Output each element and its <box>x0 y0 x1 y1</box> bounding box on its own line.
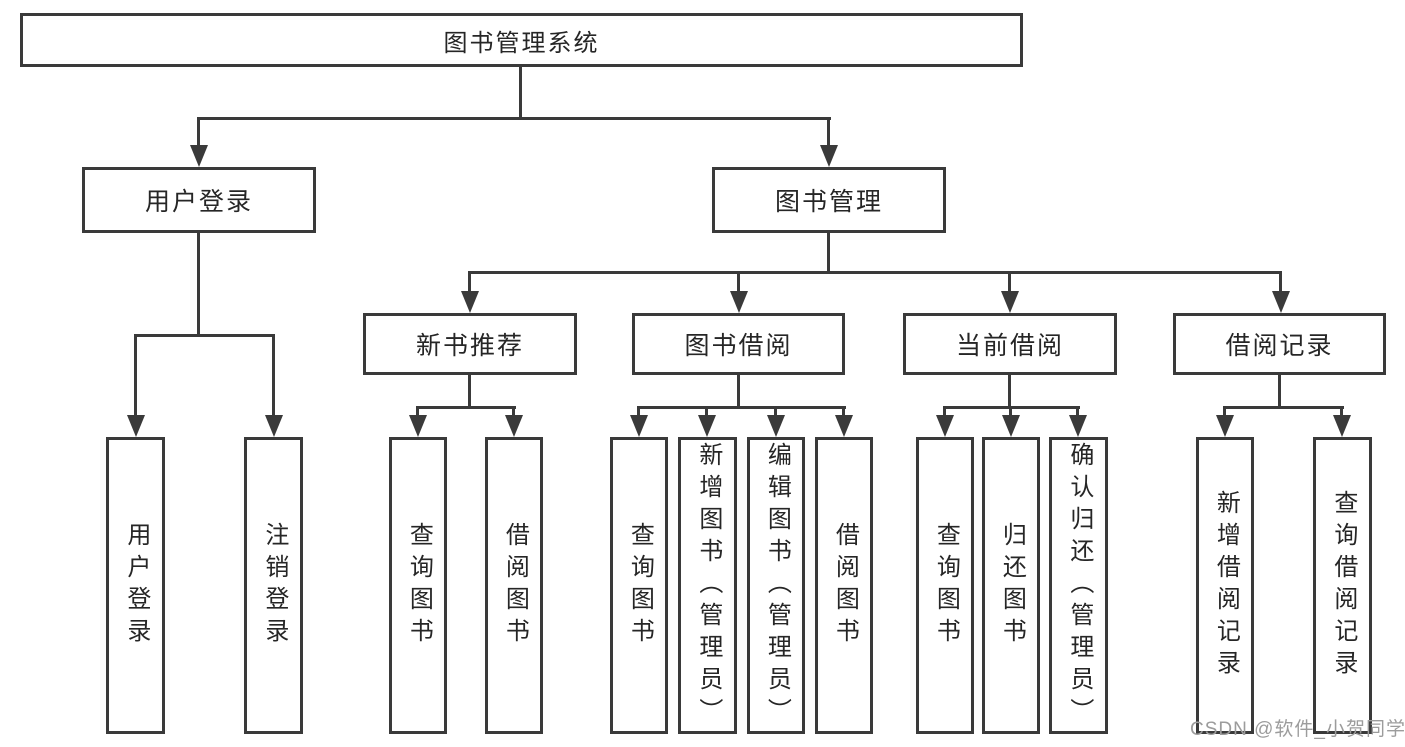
arrow-recommend-leaf-1 <box>409 406 427 437</box>
arrow-borrow-leaf-2 <box>698 406 716 437</box>
connector-user-login-stem <box>197 233 200 334</box>
arrow-to-leaf-logout <box>265 334 283 437</box>
node-current-borrow-label: 当前借阅 <box>955 332 1064 360</box>
arrow-current-leaf-3 <box>1069 406 1087 437</box>
leaf-user-login-label: 用户登录 <box>122 521 150 650</box>
connector-user-login-bar <box>134 334 275 337</box>
leaf-borrow-books: 借阅图书 <box>815 437 873 734</box>
arrow-current-leaf-2 <box>1002 406 1020 437</box>
node-book-management: 图书管理 <box>712 167 946 233</box>
leaf-return-books: 归还图书 <box>982 437 1040 734</box>
arrow-borrow-leaf-4 <box>835 406 853 437</box>
arrow-records-leaf-2 <box>1333 406 1351 437</box>
node-user-login: 用户登录 <box>82 167 316 233</box>
leaf-query-books-current-label: 查询图书 <box>932 521 960 650</box>
leaf-add-borrow-record-label: 新增借阅记录 <box>1212 489 1240 682</box>
arrow-to-user-login <box>190 117 208 167</box>
connector-current-stem <box>1008 375 1011 406</box>
leaf-add-books-admin-label: 新增图书（管理员） <box>694 441 722 730</box>
arrow-to-leaf-user-login <box>127 334 145 437</box>
leaf-borrow-books-recommend-label: 借阅图书 <box>501 521 529 650</box>
leaf-user-login: 用户登录 <box>106 437 165 734</box>
connector-borrow-stem <box>737 375 740 406</box>
node-new-book-recommend-label: 新书推荐 <box>415 332 524 360</box>
connector-recommend-stem <box>468 375 471 406</box>
leaf-query-books-recommend: 查询图书 <box>389 437 447 734</box>
node-borrow-records-label: 借阅记录 <box>1225 332 1334 360</box>
leaf-edit-books-admin: 编辑图书（管理员） <box>747 437 805 734</box>
node-book-borrow-label: 图书借阅 <box>684 332 793 360</box>
connector-recommend-bar <box>416 406 516 409</box>
leaf-add-books-admin: 新增图书（管理员） <box>678 437 737 734</box>
node-root: 图书管理系统 <box>20 13 1023 67</box>
leaf-add-borrow-record: 新增借阅记录 <box>1196 437 1254 734</box>
watermark: CSDN @软件_小贺同学 <box>1190 719 1405 740</box>
connector-records-stem <box>1278 375 1281 406</box>
leaf-query-borrow-record: 查询借阅记录 <box>1313 437 1372 734</box>
arrow-to-new-book-recommend <box>461 271 479 313</box>
connector-book-mgmt-stem <box>827 233 830 271</box>
arrow-current-leaf-1 <box>936 406 954 437</box>
arrow-recommend-leaf-2 <box>505 406 523 437</box>
leaf-return-books-label: 归还图书 <box>998 521 1026 650</box>
leaf-logout: 注销登录 <box>244 437 303 734</box>
leaf-query-books-recommend-label: 查询图书 <box>405 521 433 650</box>
arrow-records-leaf-1 <box>1216 406 1234 437</box>
leaf-edit-books-admin-label: 编辑图书（管理员） <box>763 441 791 730</box>
connector-records-bar <box>1223 406 1344 409</box>
leaf-query-borrow-record-label: 查询借阅记录 <box>1329 489 1357 682</box>
arrow-borrow-leaf-3 <box>767 406 785 437</box>
node-new-book-recommend: 新书推荐 <box>363 313 577 375</box>
leaf-logout-label: 注销登录 <box>260 521 288 650</box>
leaf-query-books-borrow: 查询图书 <box>610 437 668 734</box>
connector-root-bar <box>197 117 831 120</box>
leaf-confirm-return-admin: 确认归还（管理员） <box>1049 437 1108 734</box>
node-current-borrow: 当前借阅 <box>903 313 1117 375</box>
node-book-management-label: 图书管理 <box>774 188 883 216</box>
arrow-to-book-borrow <box>730 271 748 313</box>
node-book-borrow: 图书借阅 <box>632 313 845 375</box>
node-root-label: 图书管理系统 <box>443 29 600 57</box>
node-borrow-records: 借阅记录 <box>1173 313 1386 375</box>
arrow-borrow-leaf-1 <box>630 406 648 437</box>
leaf-query-books-borrow-label: 查询图书 <box>626 521 654 650</box>
connector-root-stem <box>519 67 522 117</box>
leaf-borrow-books-recommend: 借阅图书 <box>485 437 543 734</box>
leaf-borrow-books-label: 借阅图书 <box>831 521 859 650</box>
arrow-to-book-management <box>820 117 838 167</box>
connector-book-mgmt-bar <box>468 271 1282 274</box>
connector-borrow-bar <box>637 406 846 409</box>
arrow-to-current-borrow <box>1001 271 1019 313</box>
leaf-confirm-return-admin-label: 确认归还（管理员） <box>1065 441 1093 730</box>
leaf-query-books-current: 查询图书 <box>916 437 974 734</box>
node-user-login-label: 用户登录 <box>144 188 253 216</box>
arrow-to-borrow-records <box>1272 271 1290 313</box>
